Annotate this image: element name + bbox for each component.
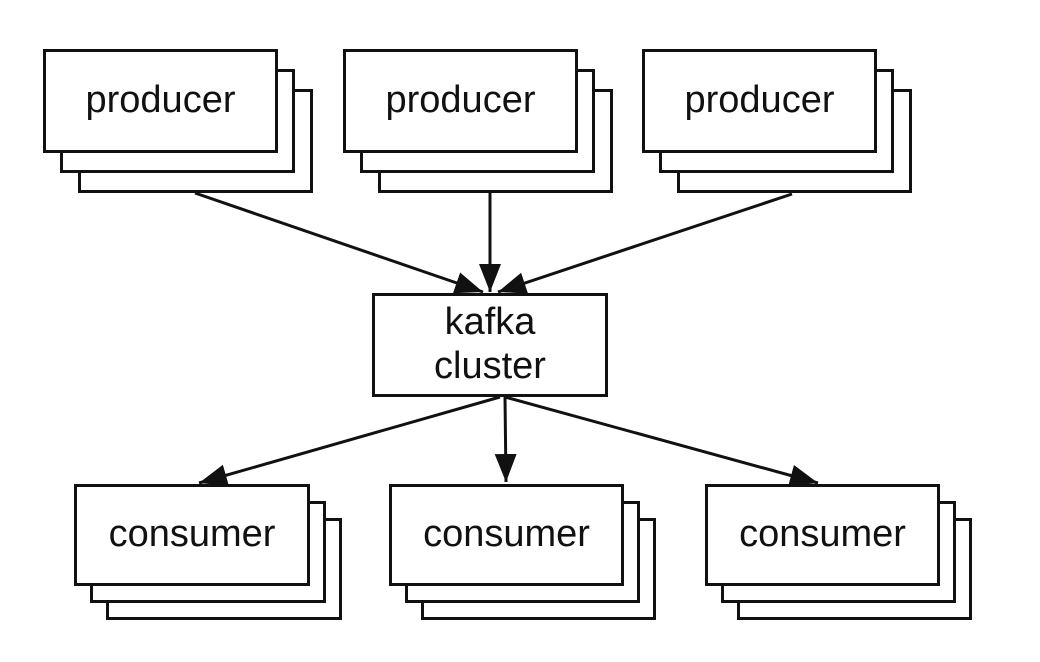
node-box: consumer: [74, 484, 310, 586]
node-producer-2: producer: [343, 49, 613, 193]
edge-producer-1-to-kafka-arrow: [194, 191, 484, 294]
node-producer-1: producer: [43, 49, 313, 193]
node-label: consumer: [108, 513, 276, 556]
node-label: kafka cluster: [434, 301, 546, 387]
node-consumer-3: consumer: [705, 484, 972, 620]
edge-producer-3-to-kafka-arrow: [497, 192, 793, 294]
node-box: producer: [43, 49, 278, 153]
node-box: consumer: [389, 484, 624, 586]
node-consumer-1: consumer: [74, 484, 342, 620]
node-box: consumer: [705, 484, 940, 586]
node-label: producer: [684, 79, 835, 122]
node-label: consumer: [739, 513, 906, 556]
node-box: producer: [642, 49, 877, 153]
node-box: producer: [343, 49, 578, 153]
edge-kafka-to-consumer-2-arrow: [494, 396, 517, 483]
edge-kafka-to-consumer-3-arrow: [504, 395, 819, 487]
node-label: producer: [385, 79, 536, 122]
node-label: consumer: [423, 513, 590, 556]
node-kafka-cluster: kafka cluster: [372, 293, 608, 397]
node-label: producer: [85, 79, 236, 122]
node-consumer-2: consumer: [389, 484, 656, 620]
edge-kafka-to-consumer-1-arrow: [198, 395, 501, 486]
node-producer-3: producer: [642, 49, 912, 193]
